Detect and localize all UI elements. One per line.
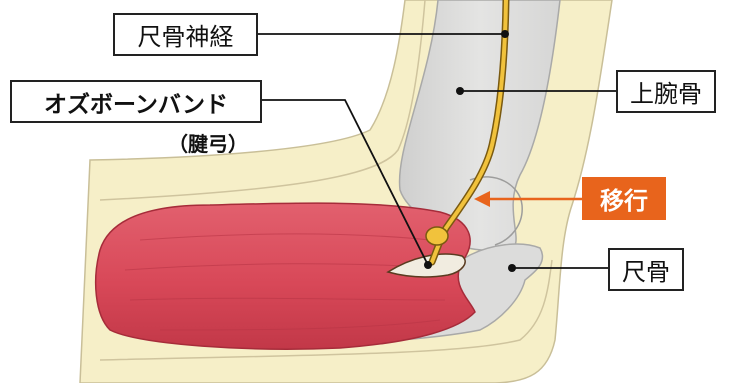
label-humerus: 上腕骨 (616, 70, 716, 113)
nerve-swelling (426, 227, 448, 245)
label-ulnar-nerve: 尺骨神経 (113, 13, 258, 56)
label-osborne-band-sub: （腱弓） (168, 128, 248, 157)
label-migration: 移行 (582, 177, 666, 220)
label-osborne-band: オズボーンバンド (10, 80, 262, 123)
leader-dot (501, 30, 509, 38)
leader-dot (456, 87, 464, 95)
label-ulna: 尺骨 (608, 248, 684, 291)
leader-dot (424, 261, 432, 269)
leader-dot (508, 264, 516, 272)
